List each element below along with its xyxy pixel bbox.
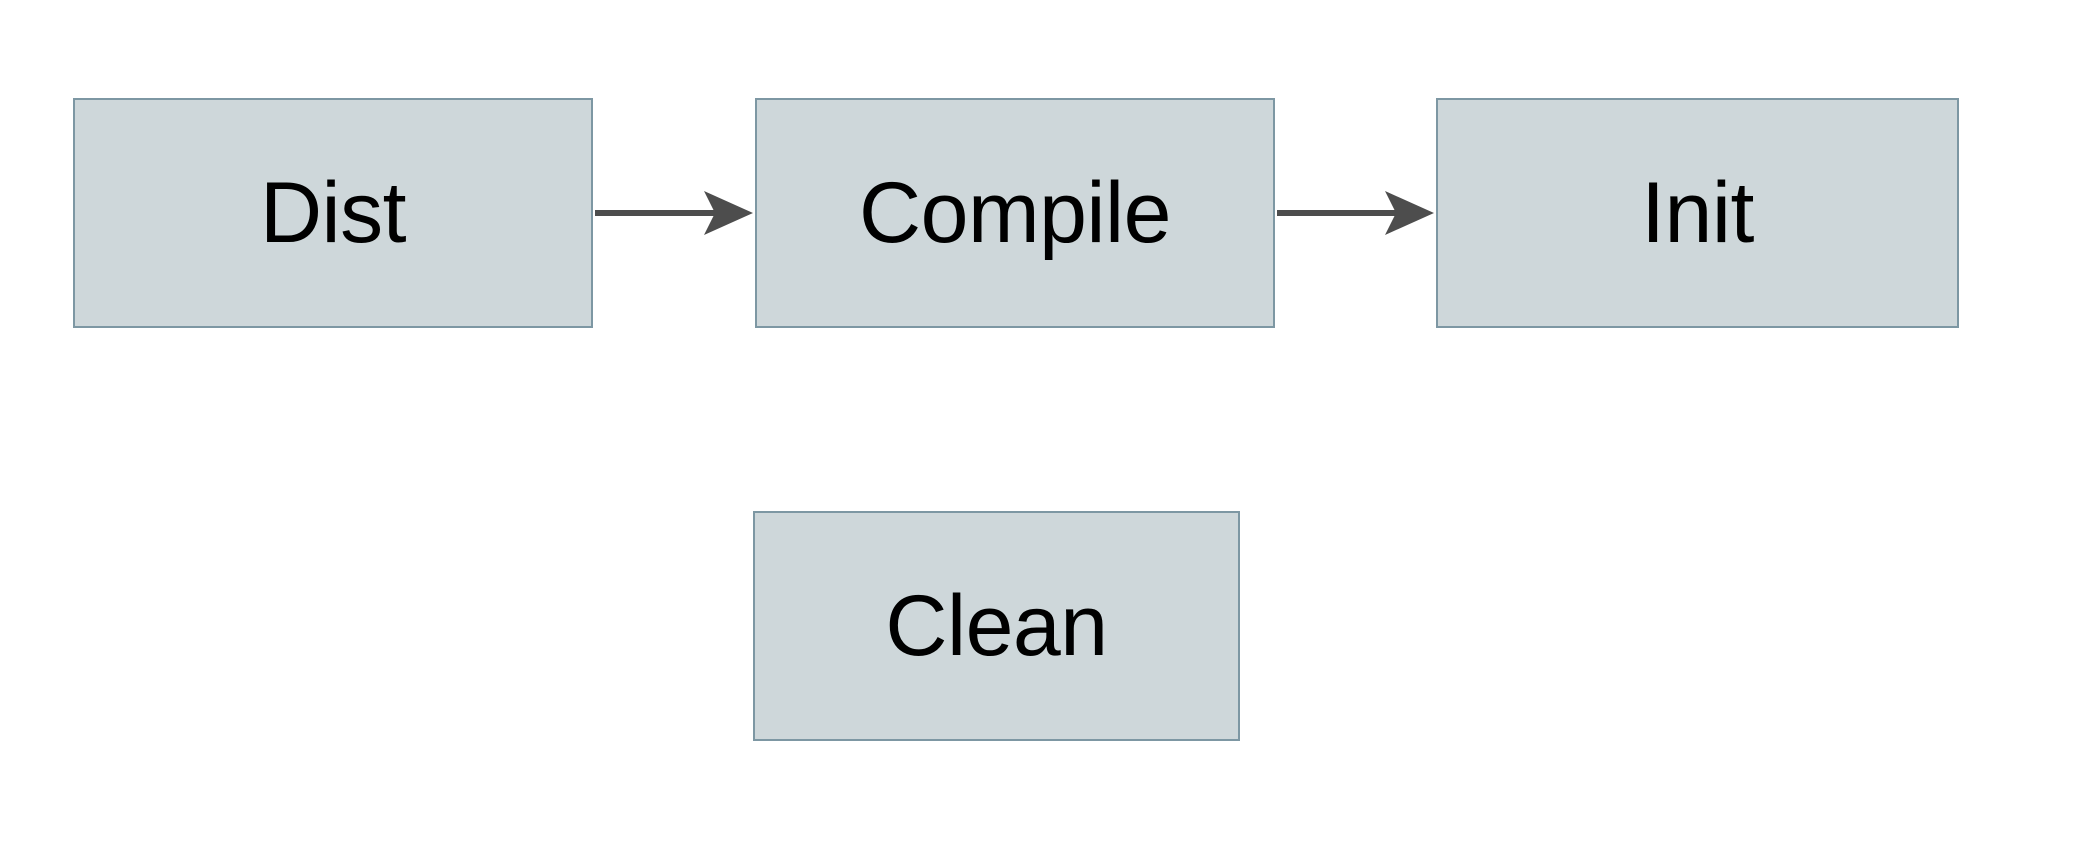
- node-label-compile: Compile: [859, 165, 1171, 261]
- edge-dist-to-compile[interactable]: [595, 191, 753, 235]
- arrowhead-compile-to-init: [1385, 191, 1434, 235]
- edge-compile-to-init[interactable]: [1277, 191, 1434, 235]
- node-label-init: Init: [1641, 165, 1754, 261]
- arrowhead-dist-to-compile: [704, 191, 753, 235]
- node-init[interactable]: Init: [1436, 98, 1959, 328]
- node-compile[interactable]: Compile: [755, 98, 1275, 328]
- node-dist[interactable]: Dist: [73, 98, 593, 328]
- node-label-clean: Clean: [885, 578, 1108, 674]
- node-clean[interactable]: Clean: [753, 511, 1240, 741]
- node-label-dist: Dist: [259, 165, 407, 261]
